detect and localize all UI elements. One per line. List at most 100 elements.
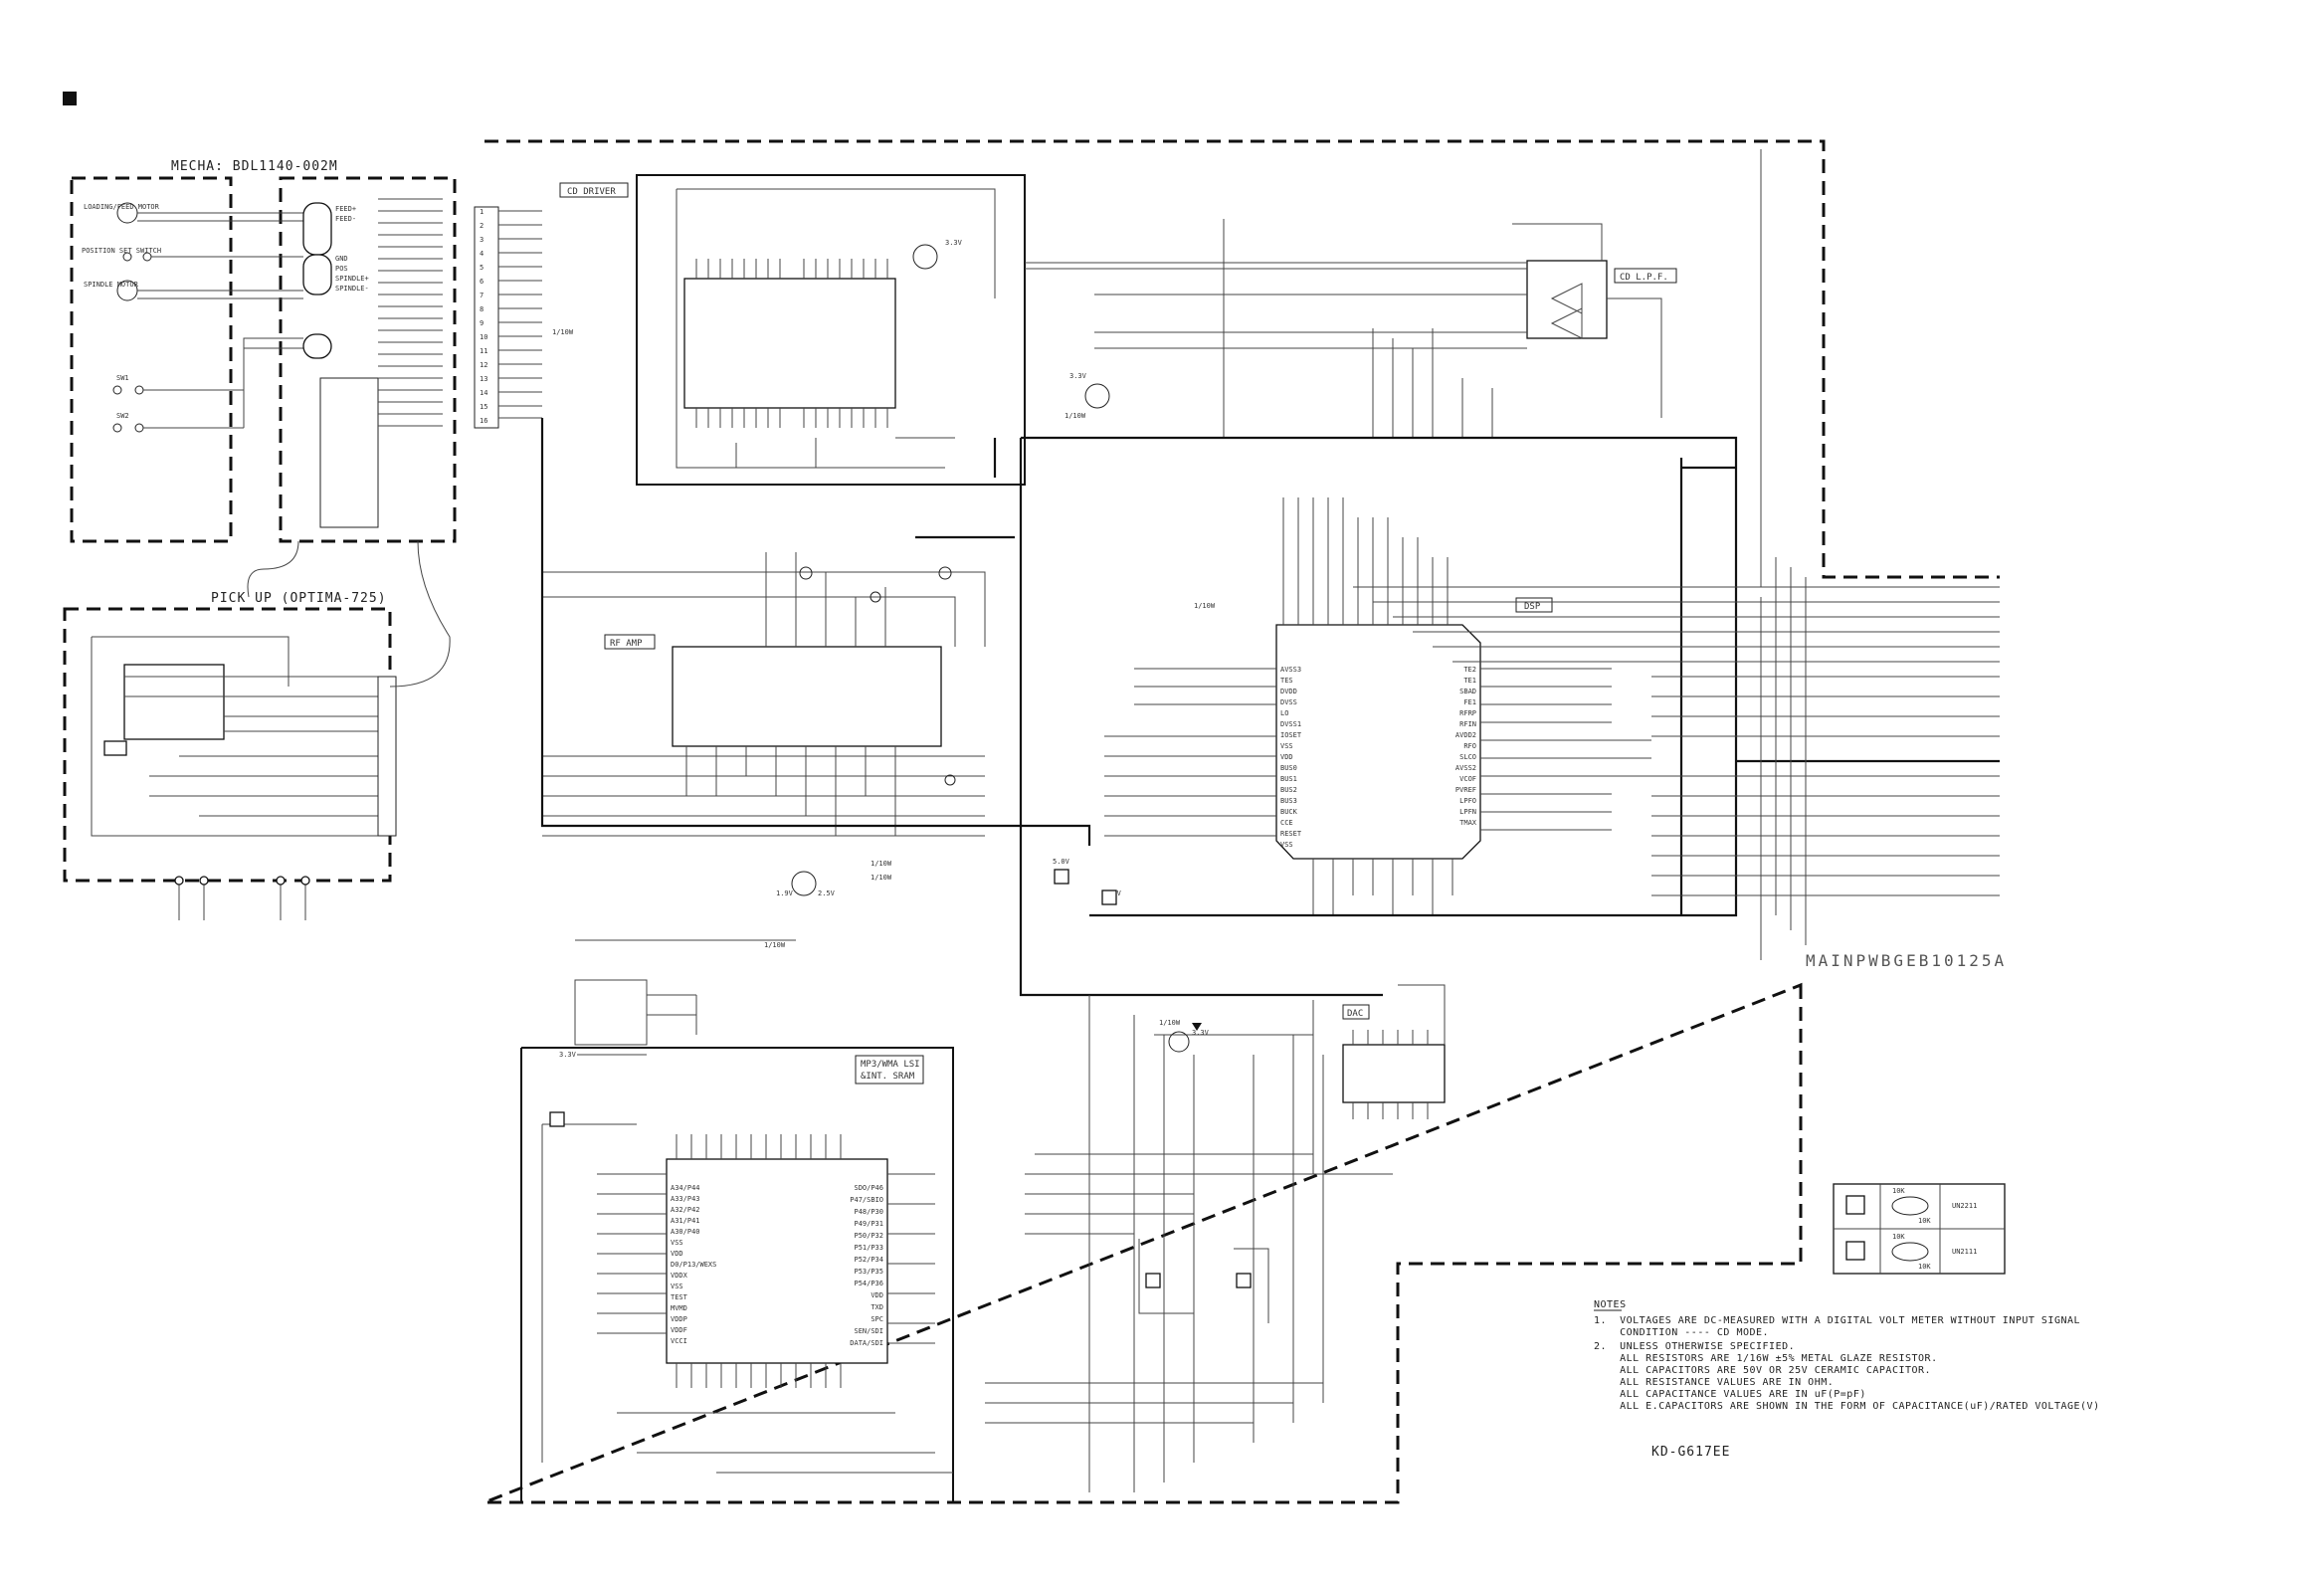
connector-pin-number: 4	[480, 250, 484, 258]
svg-text:SPINDLE-: SPINDLE-	[335, 285, 369, 293]
lsi-right-pin-label: P49/P31	[854, 1220, 883, 1228]
dsp-right-pin-label: FE1	[1463, 698, 1476, 706]
dsp-left-pin-label: VSS	[1280, 742, 1293, 750]
transistor-legend: 10K 10K 10K 10K UN2211 UN2111	[1833, 1183, 2006, 1275]
dsp-left-pin-label: VDD	[1280, 753, 1293, 761]
lsi-left-pin-label: A34/P44	[671, 1184, 700, 1192]
dsp-left-pin-label: BUS1	[1280, 775, 1297, 783]
svg-text:1/10W: 1/10W	[1065, 412, 1086, 420]
connector-pin-number: 15	[480, 403, 487, 411]
notes-title: NOTES	[1594, 1299, 1627, 1310]
dsp-right-pin-label: VCOF	[1459, 775, 1476, 783]
cd-lpf-block: CD L.P.F.	[1025, 219, 1677, 439]
svg-text:1.9V: 1.9V	[776, 889, 794, 897]
dsp-left-pin-label: AVSS3	[1280, 666, 1301, 674]
lsi-left-pin-label: A33/P43	[671, 1195, 700, 1203]
dsp-right-pin-label: SBAD	[1459, 688, 1476, 695]
lsi-left-pin-label: A32/P42	[671, 1206, 700, 1214]
dsp-right-pin-label: RFO	[1463, 742, 1476, 750]
lsi-left-pin-label: MVMD	[671, 1304, 687, 1312]
connector-pin-number: 11	[480, 347, 487, 355]
svg-text:FEED-: FEED-	[335, 215, 356, 223]
lsi-right-pin-label: P51/P33	[854, 1244, 883, 1252]
svg-text:ALL CAPACITORS ARE 50V OR 25V: ALL CAPACITORS ARE 50V OR 25V CERAMIC CA…	[1594, 1365, 1931, 1376]
svg-text:LOADING/FEED MOTOR: LOADING/FEED MOTOR	[84, 203, 160, 211]
svg-text:3.3V: 3.3V	[559, 1051, 577, 1059]
dsp-right-pin-label: AVSS2	[1455, 764, 1476, 772]
svg-text:10K: 10K	[1892, 1233, 1905, 1241]
svg-text:1/10W: 1/10W	[871, 860, 892, 868]
dsp-left-pin-label: BUCK	[1280, 808, 1298, 816]
lsi-right-pin-label: P53/P35	[854, 1268, 883, 1276]
svg-text:SW1: SW1	[116, 374, 129, 382]
dsp-left-pin-label: DVDD	[1280, 688, 1297, 695]
dsp-left-pin-label: BUS3	[1280, 797, 1297, 805]
dsp-left-pin-label: TES	[1280, 677, 1293, 685]
lsi-left-pin-label: VDD	[671, 1250, 683, 1258]
connector-pin-number: 16	[480, 417, 487, 425]
connector-pin-number: 12	[480, 361, 487, 369]
connector-pin-number: 2	[480, 222, 484, 230]
sw2-switch-icon: SW2	[112, 412, 144, 433]
lsi-left-pin-label: A31/P41	[671, 1217, 700, 1225]
lsi-right-pin-label: P54/P36	[854, 1280, 883, 1287]
rf-amp-block: RF AMP 1.9V 2.5V 1/10W 1/10W	[542, 552, 986, 897]
lsi-left-pin-label: A30/P40	[671, 1228, 700, 1236]
legend-part-2: UN2111	[1952, 1248, 1977, 1256]
svg-text:FEED+: FEED+	[335, 205, 356, 213]
svg-text:1/10W: 1/10W	[764, 941, 786, 949]
board-id: MAINPWBGEB10125A	[1806, 951, 2007, 970]
lsi-left-pin-label: VDDF	[671, 1326, 687, 1334]
dsp-right-pin-label: LPFN	[1459, 808, 1476, 816]
dsp-right-pin-label: AVDD2	[1455, 731, 1476, 739]
lsi-regulators	[985, 995, 1324, 1492]
lsi-right-pin-label: TXD	[871, 1303, 883, 1311]
main-input-connector	[474, 206, 542, 429]
dsp-right-pin-label: RFIN	[1459, 720, 1476, 728]
svg-text:ALL CAPACITANCE VALUES ARE IN: ALL CAPACITANCE VALUES ARE IN uF(P=pF)	[1594, 1389, 1866, 1400]
svg-text:1/10W: 1/10W	[871, 874, 892, 882]
lsi-left-pin-label: VDDP	[671, 1315, 687, 1323]
mecha-title: MECHA: BDL1140-002M	[171, 159, 338, 174]
dsp-left-pin-label: IOSET	[1280, 731, 1302, 739]
dsp-left-pin-label: DVSS	[1280, 698, 1297, 706]
svg-text:SPINDLE MOTOR: SPINDLE MOTOR	[84, 281, 139, 289]
spindle-motor-icon: SPINDLE MOTOR	[84, 280, 139, 301]
dsp-right-pin-label: LPFO	[1459, 797, 1476, 805]
svg-text:1. VOLTAGES ARE DC-MEASURED W: 1. VOLTAGES ARE DC-MEASURED WITH A DIGIT…	[1594, 1315, 2080, 1326]
lsi-right-pin-label: P50/P32	[854, 1232, 883, 1240]
connector-pin-number: 3	[480, 236, 484, 244]
connector-pin-number: 5	[480, 264, 484, 272]
lsi-left-pin-label: D0/P13/WEXS	[671, 1261, 716, 1269]
connector-pin-number: 10	[480, 333, 487, 341]
dsp-left-pin-label: LO	[1280, 709, 1288, 717]
lsi-right-pin-label: SEN/SDI	[854, 1327, 883, 1335]
connector-pin-number: 7	[480, 292, 484, 299]
svg-text:3.3V: 3.3V	[1069, 372, 1087, 380]
lsi-left-pin-label: VDDX	[671, 1272, 688, 1280]
dsp-left-pin-label: RESET	[1280, 830, 1302, 838]
svg-text:ALL RESISTANCE VALUES ARE IN O: ALL RESISTANCE VALUES ARE IN OHM.	[1594, 1377, 1834, 1388]
dsp-right-pin-label: RFRP	[1459, 709, 1476, 717]
lsi-right-pin-label: P47/SBIO	[850, 1196, 883, 1204]
dac-transistor-icon	[1168, 1031, 1190, 1053]
dsp-left-pin-label: VSS	[1280, 841, 1293, 849]
legend-part-1: UN2211	[1952, 1202, 1977, 1210]
main-board-outline	[484, 139, 2000, 1504]
lsi-left-pin-label: TEST	[671, 1293, 688, 1301]
model-number: KD-G617EE	[1651, 1445, 1730, 1460]
dsp-right-pin-label: SLCO	[1459, 753, 1476, 761]
lsi-left-pin-label: VSS	[671, 1239, 683, 1247]
rf-transistor-icon	[791, 871, 817, 896]
lsi-right-pin-label: P52/P34	[854, 1256, 883, 1264]
dsp-left-pin-label: CCE	[1280, 819, 1293, 827]
connector-pin-number: 14	[480, 389, 487, 397]
dac-block: DAC 3.3V 1/10W	[1035, 984, 1446, 1175]
dsp-right-pin-label: TMAX	[1459, 819, 1477, 827]
svg-text:ALL E.CAPACITORS ARE SHOWN IN: ALL E.CAPACITORS ARE SHOWN IN THE FORM O…	[1594, 1401, 2100, 1412]
svg-text:SPINDLE+: SPINDLE+	[335, 275, 369, 283]
svg-text:ALL RESISTORS ARE 1/16W ±5% ME: ALL RESISTORS ARE 1/16W ±5% METAL GLAZE …	[1594, 1353, 1938, 1364]
dac-ic	[1342, 1044, 1446, 1103]
pickup-title: PICK UP (OPTIMA-725)	[211, 591, 387, 606]
